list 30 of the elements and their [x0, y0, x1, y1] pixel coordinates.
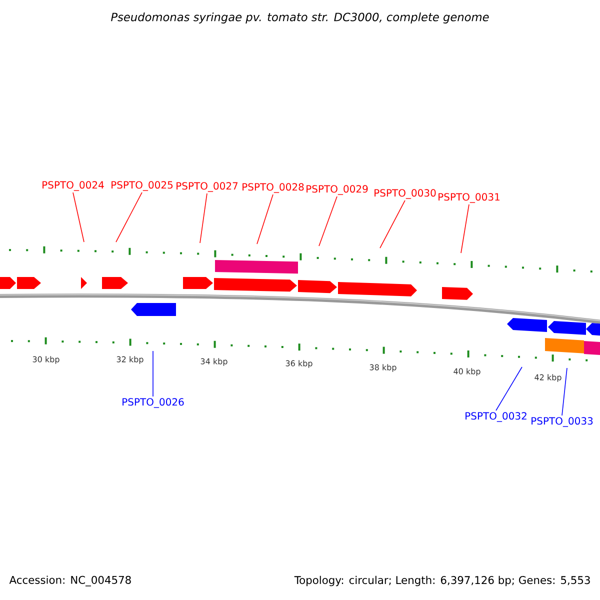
tick-label: 36 kbp — [286, 360, 312, 368]
leader-line — [200, 193, 208, 244]
gene-label: PSPTO_0024 — [42, 181, 104, 191]
tick-label: 38 kbp — [370, 364, 396, 372]
tick-label: 30 kbp — [32, 356, 60, 364]
leader-line — [72, 192, 84, 242]
tick-label: 40 kbp — [454, 368, 480, 376]
leader-line — [562, 368, 568, 416]
gene-label: PSPTO_0033 — [532, 417, 593, 427]
footer-text: Accession: NC_004578 — [9, 576, 131, 586]
gene-label: PSPTO_0025 — [112, 181, 173, 191]
gene-label: PSPTO_0027 — [176, 182, 238, 192]
gene-label: PSPTO_0028 — [242, 183, 304, 193]
tick-label: 34 kbp — [200, 358, 228, 366]
leader-line — [116, 192, 142, 242]
title: Pseudomonas syringae pv. tomato str. DC3000, complete genome — [111, 12, 489, 24]
leader-line — [318, 196, 338, 246]
gene-label: PSPTO_0026 — [122, 398, 184, 408]
gene-label: PSPTO_0031 — [438, 193, 500, 203]
leader-line — [460, 204, 470, 254]
gene-label: PSPTO_0030 — [374, 189, 436, 199]
gene-label: PSPTO_0029 — [306, 185, 368, 195]
leader-line — [152, 350, 154, 397]
footer-text: Topology: circular; Length: 6,397,126 bp; Genes: 5,553 — [294, 576, 590, 586]
leader-line — [496, 366, 522, 411]
tick-label: 32 kbp — [116, 356, 144, 364]
leader-line — [380, 200, 406, 248]
gene-label: PSPTO_0032 — [466, 412, 526, 422]
tick-label: 42 kbp — [534, 374, 562, 382]
leader-line — [256, 194, 274, 244]
